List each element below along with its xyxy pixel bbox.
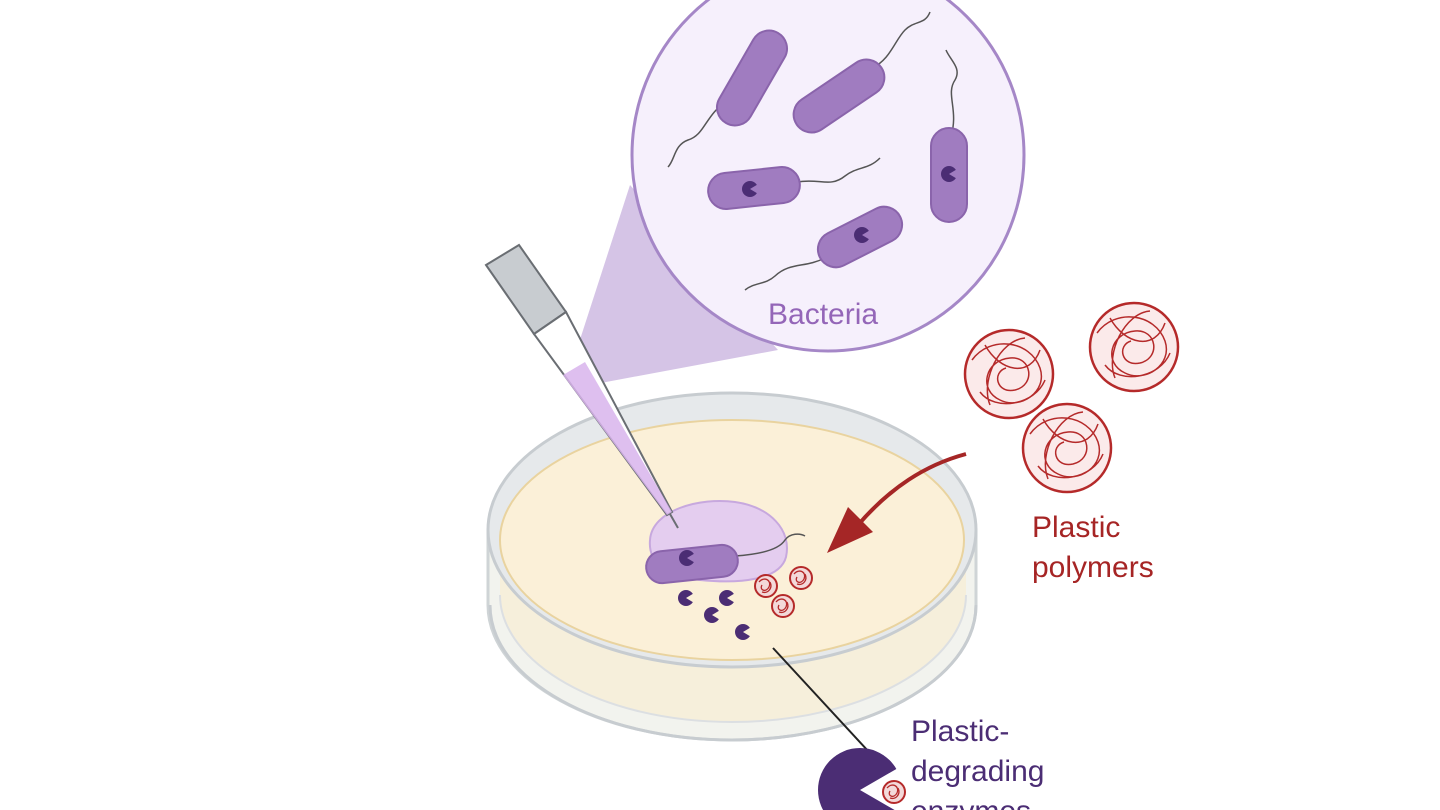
- enzyme-icon: [742, 181, 760, 197]
- bacterium-icon: [707, 157, 881, 210]
- zoom-cone: [575, 185, 778, 385]
- plastic-polymers-label-line: Plastic: [1032, 511, 1121, 544]
- bacteria-label: Bacteria: [768, 298, 879, 331]
- plastic-polymer-icon: [963, 328, 1055, 420]
- plastic-polymer-icon: [1088, 301, 1180, 393]
- enzymes-label-line: degrading: [911, 755, 1045, 788]
- plastic-polymer-icon: [754, 574, 778, 598]
- enzyme-icon: [679, 550, 697, 566]
- bacterium-icon: [645, 533, 806, 585]
- plastic-polymers-label-line: polymers: [1032, 551, 1154, 584]
- zoom-circle: [630, 0, 1026, 353]
- enzyme-icon: [735, 624, 753, 640]
- enzymes-label-line: Plastic-: [911, 715, 1010, 748]
- enzymes-on-plate: [678, 590, 753, 640]
- pipette-icon: [484, 243, 679, 529]
- bacterium-icon: [930, 49, 968, 223]
- bacterium-icon: [667, 29, 788, 168]
- bacterium-icon: [744, 205, 904, 291]
- enzyme-icon: [854, 227, 872, 243]
- enzyme-icon: [678, 590, 696, 606]
- enzyme-icon: [941, 166, 959, 182]
- plastic-polymers-label: Plastic polymers: [1032, 508, 1154, 588]
- plastic-polymer-icon: [1021, 402, 1113, 494]
- bacterium-icon: [792, 11, 931, 134]
- arrow-icon: [827, 452, 967, 553]
- plastic-polymer-icon: [771, 594, 795, 618]
- enzymes-label-line: enzymes: [911, 792, 1044, 810]
- plastic-polymer-icon: [789, 566, 813, 590]
- plastic-polymer-icon: [882, 780, 906, 804]
- enzymes-label: Plastic- degrading enzymes: [911, 712, 1044, 810]
- enzyme-icon: [719, 590, 737, 606]
- enzyme-icon: [704, 607, 722, 623]
